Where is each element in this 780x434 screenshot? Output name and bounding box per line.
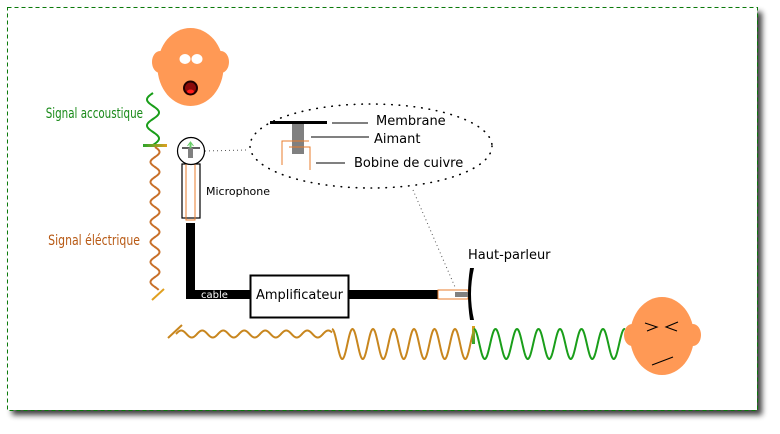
cable-label: cable — [201, 290, 228, 301]
eye-icon — [191, 54, 203, 64]
transducer-marker-speaker — [472, 326, 475, 344]
microphone-label: Microphone — [206, 185, 270, 198]
amplifier-label: Amplificateur — [256, 288, 344, 303]
speaker-icon — [437, 268, 474, 320]
electric-signal-label: Signal éléctrique — [48, 232, 140, 249]
microphone-icon — [176, 136, 206, 221]
transducer-marker-microphone — [143, 144, 167, 147]
acoustic-signal-label: Signal accoustique — [46, 106, 143, 122]
detail-bubble — [249, 103, 493, 189]
listening-head-icon — [624, 297, 701, 375]
cable-icon — [186, 223, 438, 299]
membrane-label: Membrane — [376, 114, 446, 129]
electric-wave-small — [175, 329, 333, 339]
mouth-icon — [651, 356, 674, 366]
ground-tick — [167, 324, 183, 339]
amplifier-box — [249, 274, 350, 319]
electric-wave-amplified — [331, 327, 475, 360]
acoustic-wave-amplified — [473, 327, 626, 360]
acoustic-wave — [145, 92, 161, 146]
speaking-head-icon — [152, 28, 229, 106]
ground-tick — [151, 288, 165, 301]
transducer-detail-icon — [270, 121, 327, 170]
diagram-frame-border — [7, 7, 758, 411]
squinting-eyes-icon — [644, 321, 679, 332]
magnet-label: Aimant — [374, 132, 420, 147]
eye-icon — [179, 54, 191, 64]
electric-wave — [149, 146, 161, 291]
speaker-label: Haut-parleur — [468, 248, 551, 263]
open-mouth-icon — [183, 80, 198, 96]
copper-coil-label: Bobine de cuivre — [354, 156, 463, 171]
zoom-connector-speaker — [412, 189, 456, 288]
